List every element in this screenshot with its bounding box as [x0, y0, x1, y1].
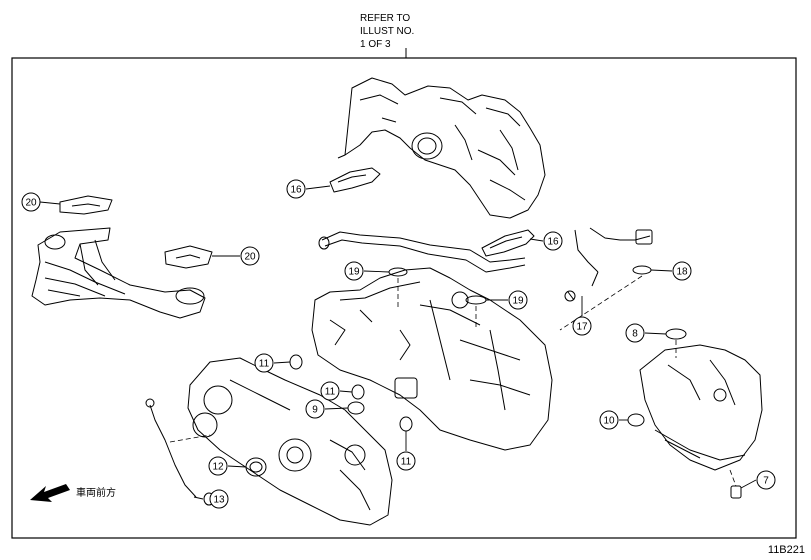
water-pipe	[318, 231, 526, 273]
hose-assembly	[564, 227, 653, 302]
drawing-code: 11B221	[767, 544, 805, 556]
oring-11b	[351, 384, 365, 400]
exhaust-gasket-right	[164, 245, 213, 269]
callout-10: 10	[599, 410, 619, 430]
refer-line-2: ILLUST NO.	[360, 26, 415, 37]
callout-number: 11	[259, 359, 270, 370]
refer-line-3: 1 OF 3	[360, 39, 391, 50]
oring-11c	[399, 416, 413, 432]
callout-20: 20	[240, 246, 260, 266]
callout-number: 20	[25, 198, 37, 209]
oring-10	[627, 413, 645, 427]
callout-number: 16	[290, 185, 302, 196]
callout-17: 17	[572, 316, 592, 336]
intake-manifold	[337, 77, 546, 219]
refer-line-1: REFER TO	[360, 13, 411, 24]
manifold-gasket-lower	[481, 229, 535, 257]
callout-12: 12	[208, 456, 228, 476]
refer-note: REFER TO ILLUST NO. 1 OF 3	[360, 12, 440, 51]
callout-11: 11	[254, 353, 274, 373]
callout-number: 20	[244, 252, 256, 263]
oring-9	[347, 401, 365, 415]
manifold-gasket-upper	[329, 167, 381, 193]
callout-19: 19	[344, 261, 364, 281]
engine-block	[311, 267, 553, 451]
callout-number: 16	[547, 237, 559, 248]
callout-8: 8	[625, 323, 645, 343]
oil-pan-assembly	[639, 344, 763, 471]
callout-number: 7	[763, 476, 769, 487]
front-direction-label: 車両前方	[76, 488, 116, 499]
callout-9: 9	[305, 399, 325, 419]
callout-number: 19	[348, 267, 360, 278]
callout-number: 11	[401, 457, 412, 468]
oring-11a	[289, 354, 303, 370]
oring-8	[665, 328, 687, 340]
dipstick-handle	[145, 398, 155, 408]
callout-11: 11	[320, 381, 340, 401]
callout-number: 10	[603, 416, 615, 427]
oil-seal-12	[245, 457, 267, 477]
callout-number: 8	[632, 329, 638, 340]
callout-number: 18	[676, 267, 688, 278]
callout-19: 19	[508, 290, 528, 310]
oring-18	[632, 265, 652, 275]
dipstick	[149, 404, 197, 498]
callout-7: 7	[756, 470, 776, 490]
callout-16: 16	[286, 179, 306, 199]
callout-number: 12	[212, 462, 224, 473]
callout-16: 16	[543, 231, 563, 251]
exhaust-manifold	[31, 227, 206, 319]
front-arrow-icon	[30, 484, 70, 502]
callout-13: 13	[209, 489, 229, 509]
callout-leaders	[39, 185, 757, 500]
callout-number: 11	[325, 387, 336, 398]
drain-plug-7	[730, 485, 742, 499]
oring-19b	[465, 295, 487, 305]
callout-20: 20	[21, 192, 41, 212]
alignment-lines	[169, 275, 737, 487]
callout-layer: 20 20 16 16 19 19 18 17 8 11 11 11 9 10 12 13 7	[21, 179, 776, 509]
callout-number: 19	[512, 296, 524, 307]
callout-number: 13	[213, 495, 225, 506]
callout-11: 11	[396, 451, 416, 471]
callout-18: 18	[672, 261, 692, 281]
diagram-frame	[11, 57, 797, 539]
callout-number: 9	[312, 405, 318, 416]
callout-number: 17	[576, 322, 588, 333]
exhaust-gasket-top	[59, 195, 113, 215]
